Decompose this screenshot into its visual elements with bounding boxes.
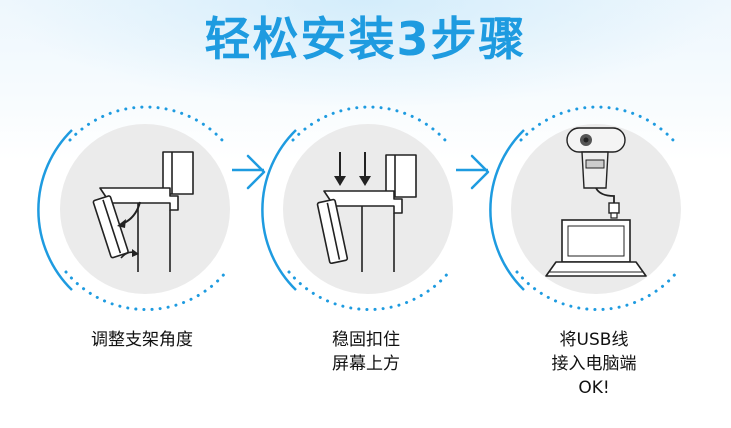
step-2-caption-line: 屏幕上方: [332, 354, 400, 374]
step-3-illustration: [489, 105, 681, 312]
step-3-circle: [511, 124, 681, 294]
arrow-down-icon: [334, 176, 346, 186]
laptop-icon: [545, 219, 647, 277]
webcam-icon: [566, 127, 626, 189]
step-1-webcam-icon: [92, 151, 194, 272]
chevron-right-icon: [246, 154, 266, 190]
step-1-circle: [60, 124, 230, 294]
step-2-illustration: [261, 105, 453, 312]
step-2-caption-line: 稳固扣住: [332, 330, 400, 350]
step-3-solid-arc: [489, 129, 525, 291]
page-title: 轻松安装3步骤: [204, 12, 527, 66]
step-1-dotted-arc-top: [68, 105, 224, 142]
chevron-right-icon: [470, 154, 490, 190]
step-2-webcam-icon: [316, 154, 417, 272]
step-2-dotted-arc-top: [291, 105, 447, 142]
step-1-caption: 调整支架角度: [42, 328, 242, 352]
step-3-caption-line: 接入电脑端: [551, 354, 637, 374]
step-3-caption: 将USB线 接入电脑端 OK!: [494, 328, 694, 400]
step-2-press-arrows: [339, 152, 366, 180]
background-glow: [0, 0, 731, 110]
arrow-down-icon: [359, 176, 371, 186]
step-3-dotted-arc-bottom: [515, 270, 679, 312]
step-2-solid-arc: [261, 129, 297, 291]
step-3-caption-line: 将USB线: [559, 330, 629, 350]
step-2-circle: [283, 124, 453, 294]
step-1-caption-line: 调整支架角度: [91, 330, 193, 350]
step-2-dotted-arc-bottom: [287, 270, 451, 312]
step-3-dotted-arc-top: [519, 105, 675, 142]
step-1-dotted-arc-bottom: [64, 270, 228, 312]
step-2-caption: 稳固扣住 屏幕上方: [266, 328, 466, 376]
step-1-solid-arc: [37, 129, 73, 291]
usb-cable-icon: [595, 187, 620, 219]
step-3-caption-line: OK!: [578, 378, 610, 398]
step-1-illustration: [37, 105, 230, 312]
